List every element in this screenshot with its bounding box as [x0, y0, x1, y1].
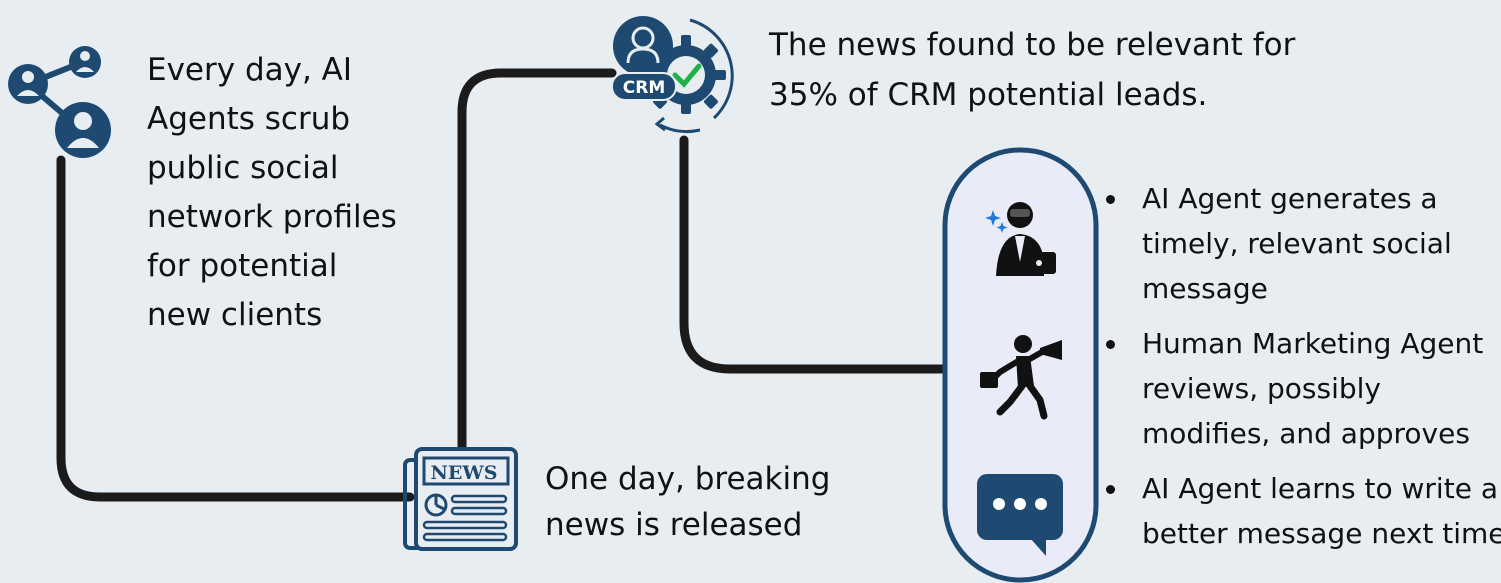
social-step-line: network profiles — [147, 199, 397, 235]
social-step-text: Every day, AI Agents scrub public social… — [147, 46, 437, 340]
news-step-text: One day, breaking news is released — [545, 456, 830, 548]
crm-step-line: 35% of CRM potential leads. — [769, 77, 1208, 113]
news-step-line: One day, breaking — [545, 461, 831, 497]
bullet-line: Human Marketing Agent — [1142, 327, 1484, 360]
bullet-line: modifies, and approves — [1142, 417, 1470, 450]
crm-badge-text: CRM — [623, 78, 665, 98]
bullet-line: better message next time — [1142, 517, 1501, 550]
bullet-line: AI Agent generates a — [1142, 182, 1438, 215]
bullet-line: reviews, possibly — [1142, 372, 1381, 405]
bullet-line: timely, relevant social — [1142, 227, 1452, 260]
review-bullet-list: AI Agent generates a timely, relevant so… — [1106, 176, 1501, 565]
social-step-line: new clients — [147, 297, 323, 333]
marketing-agent-megaphone-icon — [980, 335, 1062, 420]
social-step-line: Agents scrub — [147, 101, 351, 137]
crm-gear-check-icon: CRM — [611, 16, 734, 134]
social-network-icon — [8, 46, 111, 158]
bullet-ai-generates: AI Agent generates a timely, relevant so… — [1106, 176, 1501, 311]
social-step-line: public social — [147, 150, 339, 186]
ai-robot-agent-icon — [985, 202, 1056, 276]
bullet-line: message — [1142, 272, 1268, 305]
bullet-ai-learns: AI Agent learns to write a better messag… — [1106, 466, 1501, 556]
crm-step-text: The news found to be relevant for 35% of… — [769, 20, 1295, 120]
connector-news-to-crm — [457, 68, 617, 455]
social-step-line: for potential — [147, 248, 338, 284]
bullet-human-reviews: Human Marketing Agent reviews, possibly … — [1106, 321, 1501, 456]
newspaper-icon: NEWS — [403, 447, 518, 551]
bullet-line: AI Agent learns to write a — [1142, 472, 1498, 505]
chat-message-icon — [977, 474, 1063, 556]
news-badge-text: NEWS — [431, 462, 498, 484]
crm-step-line: The news found to be relevant for — [769, 27, 1296, 63]
news-step-line: news is released — [545, 507, 803, 543]
connector-social-to-news — [56, 155, 415, 502]
social-step-line: Every day, AI — [147, 52, 353, 88]
connector-crm-to-panel — [679, 135, 950, 374]
